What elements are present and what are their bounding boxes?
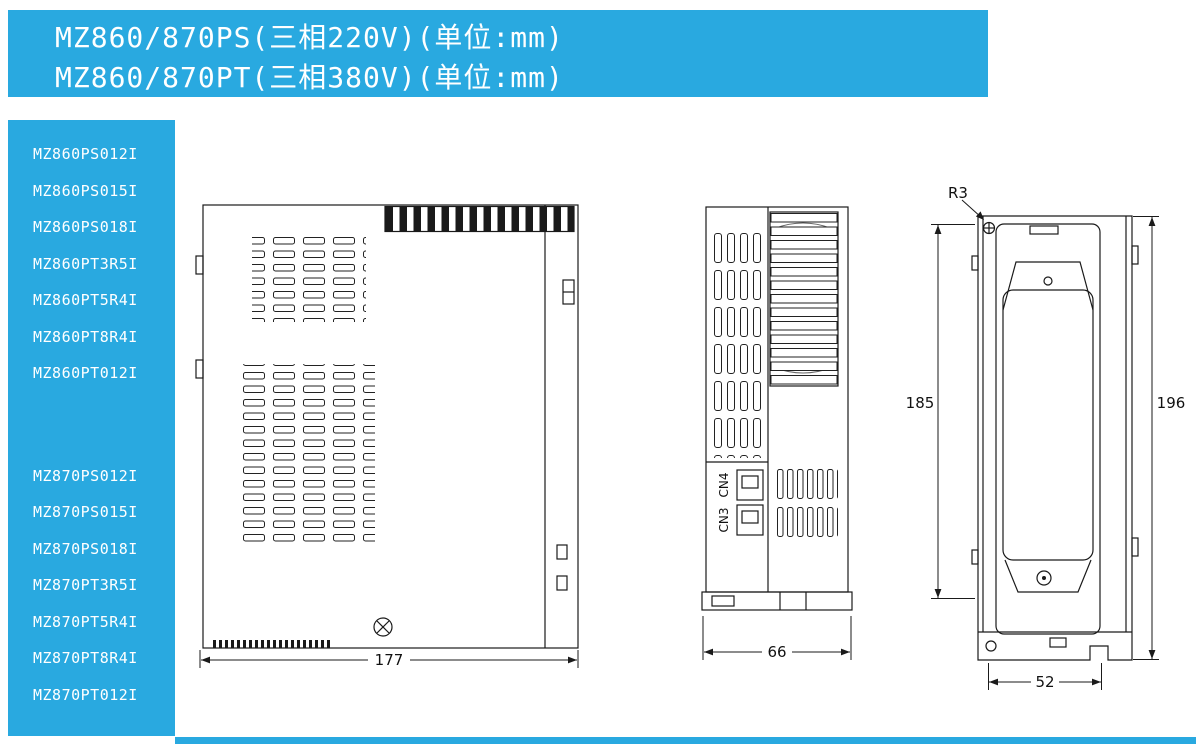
model-item: MZ870PT3R5I	[33, 576, 138, 594]
cn3-label: CN3	[717, 508, 731, 533]
side-view-drawing	[195, 204, 579, 649]
front-base	[701, 591, 853, 611]
front-view-drawing: CN4 CN3	[701, 206, 853, 611]
rear-view-drawing	[971, 215, 1139, 661]
rear-clip	[1131, 537, 1139, 557]
model-item: MZ860PT8R4I	[33, 327, 138, 346]
dim-front-width: 66	[702, 616, 852, 661]
cn4-connector	[736, 469, 764, 501]
ground-screw-cross	[376, 620, 390, 634]
dim-rear-inner-height: 185	[905, 224, 975, 599]
corner-screw-icon	[982, 221, 996, 235]
cn4-label: CN4	[717, 473, 731, 498]
rear-body-panel	[1002, 289, 1094, 561]
fan-grille	[769, 211, 839, 387]
model-item: MZ860PT5R4I	[33, 291, 138, 309]
rear-body-shoulders	[1002, 261, 1094, 311]
dim-66-label: 66	[767, 643, 786, 661]
vent-slots-upper	[252, 237, 366, 322]
ground-screw-icon	[373, 617, 393, 637]
title-bar: MZ860/870PS(三相220V)(单位:mm) MZ860/870PT(三…	[8, 10, 988, 97]
model-item: MZ860PT3R5I	[33, 254, 138, 273]
dim-177-label: 177	[375, 651, 404, 669]
radius-callout: R3	[948, 184, 984, 220]
vent-slots-lower	[243, 364, 375, 547]
rear-clip	[971, 255, 979, 271]
heatsink-fins	[384, 205, 575, 233]
latch	[556, 544, 568, 560]
rear-body-tab	[1029, 225, 1059, 235]
model-item: MZ860PT012I	[33, 364, 138, 382]
model-item: MZ860PS012I	[33, 145, 138, 163]
rear-clip	[1131, 245, 1139, 265]
model-item: MZ870PT8R4I	[33, 649, 138, 667]
rear-plate-outline	[977, 215, 1133, 661]
model-item: MZ860PS018I	[33, 218, 138, 236]
dim-side-width: 177	[199, 650, 579, 669]
dim-185-label: 185	[906, 394, 935, 412]
cn3-connector	[736, 504, 764, 536]
front-base-connector	[711, 595, 735, 607]
cn4-connector-pins	[741, 475, 759, 489]
title-line-1: MZ860/870PS(三相220V)(单位:mm)	[55, 21, 564, 54]
bottom-accent-bar	[175, 737, 1196, 744]
terminal-comb	[213, 640, 331, 648]
foot-screw-icon	[985, 640, 997, 652]
model-list: MZ860PS012I MZ860PS015I MZ860PS018I MZ86…	[8, 120, 175, 736]
latch	[556, 575, 568, 591]
mount-clip	[195, 359, 204, 379]
title-line-2: MZ860/870PT(三相380V)(单位:mm)	[55, 61, 564, 94]
rear-hole-top	[1043, 276, 1053, 286]
cn3-connector-pins	[741, 510, 759, 524]
front-slot-grid	[776, 468, 838, 544]
model-item: MZ870PS012I	[33, 466, 138, 485]
dim-rear-bottom-width: 52	[988, 663, 1102, 691]
model-item: MZ860PS015I	[33, 181, 138, 200]
mount-clip	[195, 255, 204, 275]
model-item: MZ870PT012I	[33, 685, 138, 704]
model-item: MZ870PS018I	[33, 539, 138, 558]
front-vent-slats	[714, 232, 762, 458]
dim-rear-outer-height: 196	[1133, 216, 1187, 660]
rear-hole-bottom-dot	[1042, 576, 1046, 580]
dim-52-label: 52	[1035, 673, 1054, 691]
model-item: MZ870PT5R4I	[33, 612, 138, 631]
r3-label: R3	[948, 184, 968, 202]
rear-hole-bottom	[1036, 570, 1052, 586]
model-item: MZ870PS015I	[33, 503, 138, 521]
rear-body-taper	[1004, 559, 1092, 593]
dim-196-label: 196	[1157, 394, 1186, 412]
foot-detail	[1049, 637, 1067, 648]
rear-body-outline	[995, 223, 1101, 635]
rear-clip	[971, 549, 979, 565]
